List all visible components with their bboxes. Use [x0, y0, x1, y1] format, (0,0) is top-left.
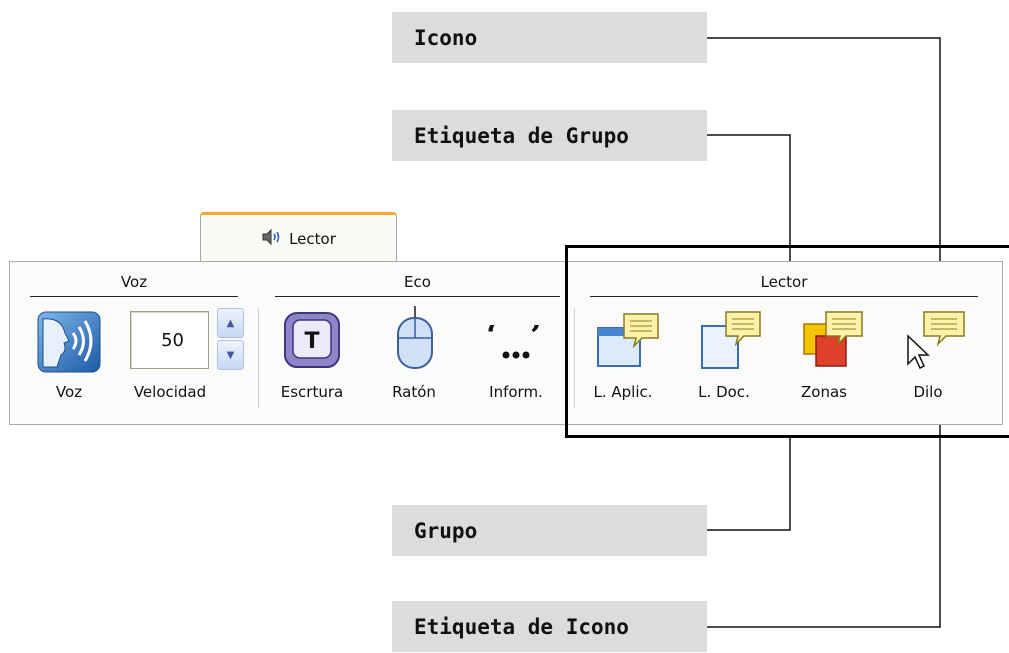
svg-text:‘: ‘	[486, 325, 498, 356]
keyboard-key-icon[interactable]: T	[283, 311, 341, 373]
svg-text:’: ’	[530, 325, 542, 356]
callout-etiqueta-icono-text: Etiqueta de Icono	[414, 614, 629, 639]
callout-etiqueta-grupo-text: Etiqueta de Grupo	[414, 123, 629, 148]
inform-label: Inform.	[489, 383, 543, 401]
group-label-lector: Lector	[760, 273, 808, 291]
velocidad-value: 50	[161, 329, 184, 351]
group-line-voz	[30, 296, 238, 297]
spin-up-icon[interactable]: ▲	[217, 308, 244, 338]
etiqueta-grupo-connector	[707, 134, 791, 272]
mouse-icon[interactable]	[394, 306, 436, 376]
document-speech-icon[interactable]	[698, 310, 764, 374]
tab-lector[interactable]: Lector	[200, 212, 397, 262]
zonas-label: Zonas	[801, 383, 847, 401]
icono-connector	[707, 37, 941, 323]
pointer-speech-icon[interactable]	[904, 310, 968, 378]
voice-head-icon[interactable]	[37, 311, 101, 377]
callout-etiqueta-grupo: Etiqueta de Grupo	[392, 110, 707, 161]
callout-icono: Icono	[392, 12, 707, 63]
zones-speech-icon[interactable]	[800, 310, 866, 374]
group-line-lector	[590, 296, 978, 297]
app-window-speech-icon[interactable]	[596, 310, 662, 374]
group-label-voz: Voz	[120, 273, 148, 291]
group-highlight-box	[565, 245, 1009, 438]
group-line-eco	[275, 296, 560, 297]
raton-label: Ratón	[392, 383, 436, 401]
dilo-label: Dilo	[913, 383, 943, 401]
escritura-label: Escrtura	[280, 383, 344, 401]
l-aplic-label: L. Aplic.	[593, 383, 653, 401]
etiqueta-icono-connector	[707, 415, 941, 628]
separator	[574, 308, 575, 408]
spin-down-icon[interactable]: ▼	[217, 340, 244, 370]
l-doc-label: L. Doc.	[698, 383, 750, 401]
grupo-connector	[707, 438, 791, 531]
speaker-icon	[261, 228, 283, 250]
velocidad-input[interactable]: 50	[130, 311, 209, 369]
callout-grupo-text: Grupo	[414, 518, 478, 543]
velocidad-spinner[interactable]: ▲ ▼	[217, 308, 244, 370]
svg-text:T: T	[304, 329, 319, 354]
quote-ellipsis-icon[interactable]: ‘ ’	[484, 316, 548, 369]
callout-etiqueta-icono: Etiqueta de Icono	[392, 601, 707, 652]
tab-lector-label: Lector	[289, 229, 336, 248]
callout-grupo: Grupo	[392, 505, 707, 556]
group-label-eco: Eco	[404, 273, 431, 291]
velocidad-label: Velocidad	[133, 383, 207, 401]
voz-button-label: Voz	[55, 383, 83, 401]
separator	[258, 308, 259, 408]
callout-icono-text: Icono	[414, 25, 478, 50]
